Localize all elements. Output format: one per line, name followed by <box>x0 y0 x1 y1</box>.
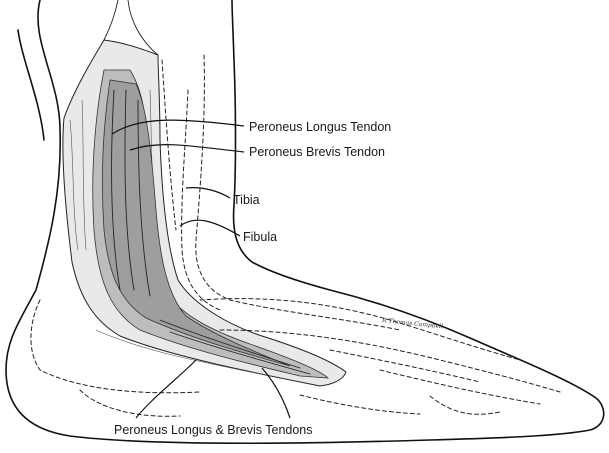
label-peroneus-brevis: Peroneus Brevis Tendon <box>249 145 385 159</box>
leader-peroneus-brevis <box>129 144 245 153</box>
label-both-tendons: Peroneus Longus & Brevis Tendons <box>114 423 313 437</box>
leader-tibia <box>185 187 231 199</box>
leader-both-right <box>261 367 291 419</box>
leader-lines <box>111 119 291 419</box>
bone-outlines <box>30 54 561 417</box>
peroneal-tendons <box>92 69 330 379</box>
leader-fibula <box>179 219 241 237</box>
leg-foot-outline <box>5 0 605 445</box>
label-peroneus-longus: Peroneus Longus Tendon <box>249 120 391 134</box>
label-tibia: Tibia <box>233 193 260 207</box>
leader-both-left <box>135 359 197 419</box>
leader-peroneus-longus <box>111 119 245 135</box>
label-fibula: Fibula <box>243 230 277 244</box>
